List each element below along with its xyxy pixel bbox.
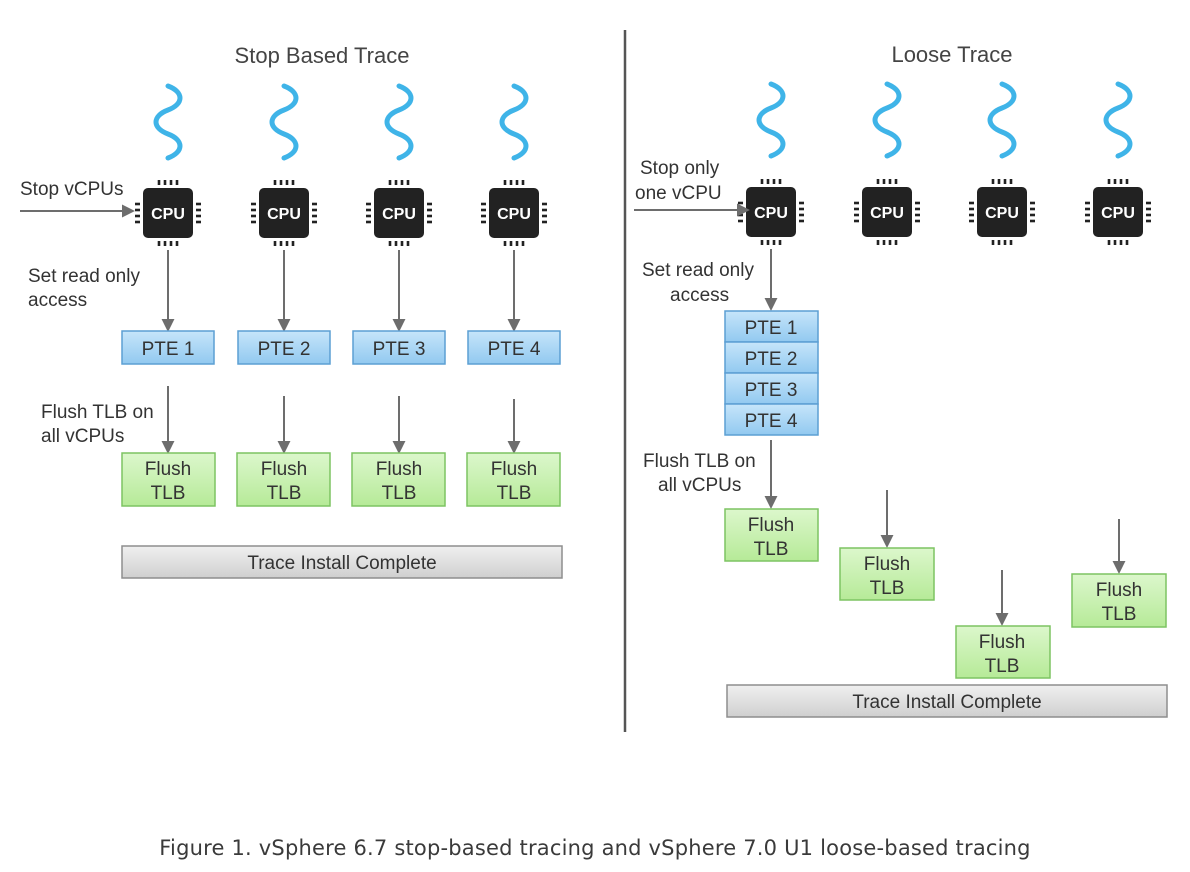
set-read-only-label: Set read only access xyxy=(28,266,145,311)
thread-wave-icon xyxy=(153,83,183,161)
svg-text:TLB: TLB xyxy=(267,483,302,504)
cpu-label: CPU xyxy=(267,206,301,223)
pte-box: PTE 2 xyxy=(237,330,331,365)
thread-wave-icon xyxy=(872,81,902,159)
svg-text:Flush: Flush xyxy=(748,515,794,536)
cpu-label: CPU xyxy=(870,205,904,222)
cpu-chips: CPU CPU CPU CPU xyxy=(135,180,547,246)
cpu-label: CPU xyxy=(1101,205,1135,222)
trace-install-complete-bar: Trace Install Complete xyxy=(726,684,1168,718)
cpu-chip-icon: CPU xyxy=(1085,179,1151,245)
cpu-chip-icon: CPU xyxy=(854,179,920,245)
svg-text:Flush: Flush xyxy=(491,459,537,480)
svg-text:TLB: TLB xyxy=(151,483,186,504)
loose-trace-title: Loose Trace xyxy=(891,42,1012,67)
cpu-label: CPU xyxy=(754,205,788,222)
pte-box: PTE 3 xyxy=(352,330,446,365)
svg-text:Flush: Flush xyxy=(145,459,191,480)
trace-install-complete-bar: Trace Install Complete xyxy=(121,545,563,579)
flush-tlb-box: Flush TLB xyxy=(955,625,1051,679)
pte-box: PTE 3 xyxy=(724,372,819,405)
cpu-chip-icon: CPU xyxy=(738,179,804,245)
flush-tlb-box: Flush TLB xyxy=(724,508,819,562)
svg-text:PTE 1: PTE 1 xyxy=(142,339,195,360)
flush-tlb-box: Flush TLB xyxy=(121,452,216,507)
thread-wave-icon xyxy=(499,83,529,161)
svg-text:PTE 3: PTE 3 xyxy=(373,339,426,360)
loose-trace-panel: Loose Trace CPU CPU CPU CPU Stop only one v… xyxy=(634,42,1168,718)
pte-to-flush-arrows xyxy=(161,386,521,454)
cpu-chip-icon: CPU xyxy=(135,180,201,246)
svg-text:TLB: TLB xyxy=(1102,604,1137,625)
svg-text:TLB: TLB xyxy=(497,483,532,504)
pte-box: PTE 4 xyxy=(724,403,819,436)
svg-text:PTE 3: PTE 3 xyxy=(745,380,798,401)
pte-box: PTE 4 xyxy=(467,330,561,365)
svg-text:PTE 4: PTE 4 xyxy=(745,411,798,432)
set-read-only-label: Set read only access xyxy=(642,260,759,306)
svg-text:TLB: TLB xyxy=(754,539,789,560)
svg-text:Flush: Flush xyxy=(261,459,307,480)
svg-text:TLB: TLB xyxy=(985,656,1020,677)
svg-text:Flush: Flush xyxy=(1096,580,1142,601)
svg-text:PTE 2: PTE 2 xyxy=(258,339,311,360)
thread-wave-icon xyxy=(756,81,786,159)
thread-waves xyxy=(756,81,1133,159)
pte-box: PTE 1 xyxy=(121,330,215,365)
flush-tlb-box: Flush TLB xyxy=(839,547,935,601)
cpu-chip-icon: CPU xyxy=(969,179,1035,245)
cpu-chip-icon: CPU xyxy=(366,180,432,246)
flush-tlb-box: Flush TLB xyxy=(236,452,331,507)
flush-tlb-box: Flush TLB xyxy=(1071,573,1167,628)
cpu-chips: CPU CPU CPU CPU xyxy=(738,179,1151,245)
cpu-label: CPU xyxy=(985,205,1019,222)
flush-tlb-box: Flush TLB xyxy=(351,452,446,507)
cpu-label: CPU xyxy=(497,206,531,223)
cpu-label: CPU xyxy=(151,206,185,223)
flush-tlb-label: Flush TLB on all vCPUs xyxy=(41,402,159,447)
pte-box: PTE 1 xyxy=(724,310,819,343)
svg-text:TLB: TLB xyxy=(870,578,905,599)
pte-stack: PTE 1 PTE 2 PTE 3 PTE 4 xyxy=(724,310,819,436)
stop-based-panel: Stop Based Trace CPU CPU CPU CPU Stop vCPUs… xyxy=(20,43,563,579)
stop-based-title: Stop Based Trace xyxy=(235,43,410,68)
thread-wave-icon xyxy=(1103,81,1133,159)
svg-text:Flush: Flush xyxy=(979,632,1025,653)
stop-one-vcpu-label: Stop only one vCPU xyxy=(635,158,725,204)
pte-box: PTE 2 xyxy=(724,341,819,374)
thread-wave-icon xyxy=(269,83,299,161)
cpu-label: CPU xyxy=(382,206,416,223)
figure-caption: Figure 1. vSphere 6.7 stop-based tracing… xyxy=(159,836,1031,860)
svg-text:Trace Install Complete: Trace Install Complete xyxy=(852,692,1041,713)
svg-text:TLB: TLB xyxy=(382,483,417,504)
thread-waves xyxy=(153,83,529,161)
cpu-chip-icon: CPU xyxy=(481,180,547,246)
cpu-chip-icon: CPU xyxy=(251,180,317,246)
svg-text:PTE 1: PTE 1 xyxy=(745,318,798,339)
stop-vcpus-label: Stop vCPUs xyxy=(20,179,123,200)
thread-wave-icon xyxy=(384,83,414,161)
svg-text:Flush: Flush xyxy=(376,459,422,480)
cpu-to-pte-arrows xyxy=(161,250,521,332)
svg-text:PTE 4: PTE 4 xyxy=(488,339,541,360)
flush-tlb-box: Flush TLB xyxy=(466,452,561,507)
svg-text:Trace Install Complete: Trace Install Complete xyxy=(247,553,436,574)
thread-wave-icon xyxy=(987,81,1017,159)
flush-tlb-label: Flush TLB on all vCPUs xyxy=(643,451,761,496)
svg-text:Flush: Flush xyxy=(864,554,910,575)
flush-arrows xyxy=(764,440,1126,626)
svg-text:PTE 2: PTE 2 xyxy=(745,349,798,370)
